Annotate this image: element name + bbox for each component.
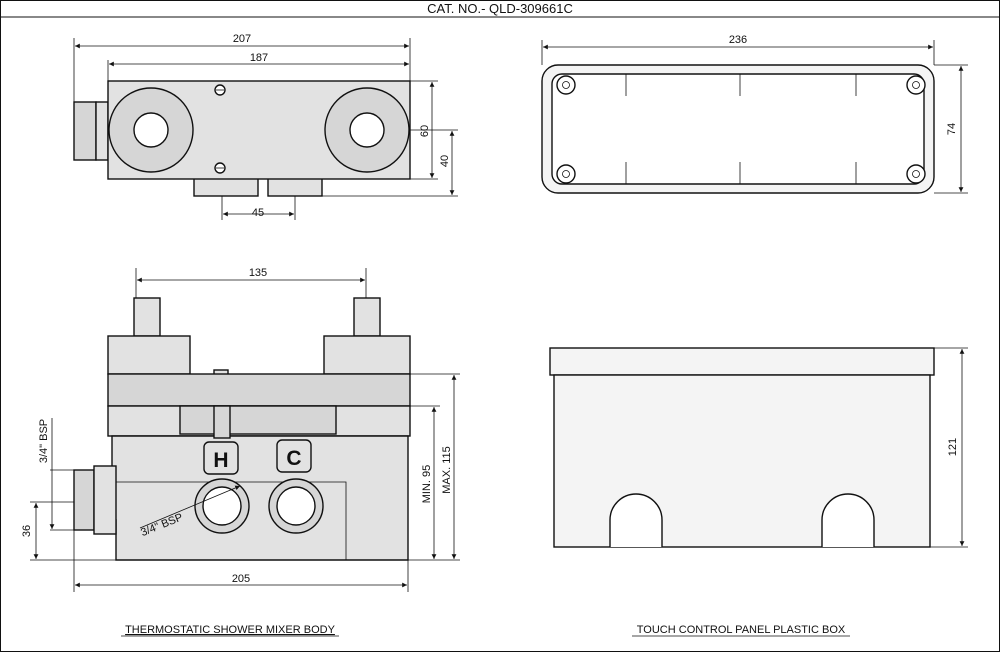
knockout-right xyxy=(821,493,875,547)
boss-bottom-left xyxy=(556,164,576,184)
valve-bore-left xyxy=(133,112,169,148)
hot-inlet-inner xyxy=(202,486,242,526)
knockout-left xyxy=(609,493,663,547)
mixer-front-view: H C 135 3/4" BSP 36 3/4" BSP MIN. 95 MAX… xyxy=(21,267,460,592)
dim-mixer-body-width: 187 xyxy=(250,52,268,64)
dim-max-depth: MAX. 115 xyxy=(441,446,453,494)
spindle-right xyxy=(353,297,381,337)
cold-label: C xyxy=(286,447,301,470)
outlet-port-right xyxy=(267,177,323,197)
dim-mixer-height: 60 xyxy=(419,125,431,137)
box-front-view: 121 xyxy=(549,347,968,548)
valve-cap-right xyxy=(323,335,411,375)
catalog-number: CAT. NO.- QLD-309661C xyxy=(427,1,573,16)
side-inlet-front xyxy=(73,469,95,531)
caption-mixer: THERMOSTATIC SHOWER MIXER BODY xyxy=(125,624,335,636)
boss-top-right xyxy=(906,75,926,95)
dim-mixer-overall-width: 207 xyxy=(233,33,251,45)
hot-label: H xyxy=(213,449,228,472)
mixer-top-view: 207 187 60 40 45 xyxy=(73,33,458,220)
mixer-inner-block xyxy=(179,405,337,435)
cold-inlet-inner xyxy=(276,486,316,526)
boss-bottom-right xyxy=(906,164,926,184)
cold-badge xyxy=(276,439,312,473)
side-inlet-front-collar xyxy=(93,465,117,535)
valve-stem xyxy=(213,405,231,439)
side-inlet-block xyxy=(73,101,97,161)
spindle-left xyxy=(133,297,161,337)
valve-cap-left xyxy=(107,335,191,375)
dim-box-front-height: 121 xyxy=(947,438,959,456)
dim-inlet-thread: 3/4" BSP xyxy=(38,419,50,463)
dim-mixer-partial-height: 40 xyxy=(439,155,451,167)
mixer-upper-plate xyxy=(107,373,411,407)
dim-mixer-front-width: 205 xyxy=(232,573,250,585)
box-top-view: 236 74 xyxy=(541,34,968,194)
side-inlet-collar xyxy=(95,101,109,161)
hot-badge xyxy=(203,441,239,475)
dim-outlet-spacing: 45 xyxy=(252,207,264,219)
dim-min-depth: MIN. 95 xyxy=(421,465,433,504)
boss-top-left xyxy=(556,75,576,95)
box-lid xyxy=(549,347,935,376)
mixer-lower-body xyxy=(95,435,409,561)
dim-inlet-height: 36 xyxy=(21,525,33,537)
caption-box: TOUCH CONTROL PANEL PLASTIC BOX xyxy=(637,624,846,636)
valve-bore-right xyxy=(349,112,385,148)
dim-box-width: 236 xyxy=(729,34,747,46)
outlet-port-left xyxy=(193,177,259,197)
dim-box-height: 74 xyxy=(946,123,958,135)
dim-spindle-spacing: 135 xyxy=(249,267,267,279)
box-outline-inner xyxy=(551,73,925,185)
